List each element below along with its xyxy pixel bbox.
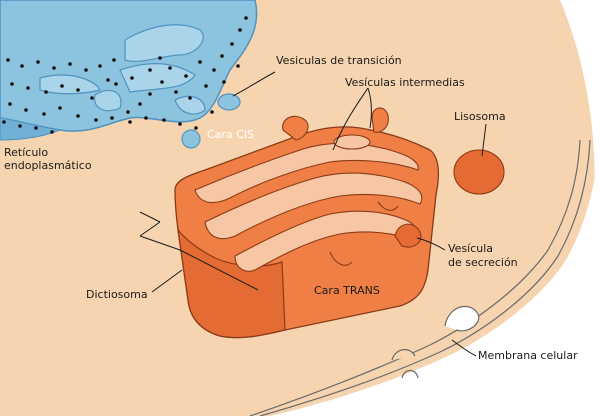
ribosome-dot <box>238 28 242 32</box>
label-vesiculas-transicion: Vesiculas de transición <box>276 54 402 67</box>
ribosome-dot <box>36 60 40 64</box>
ribosome-dot <box>128 120 132 124</box>
ribosome-dot <box>204 84 208 88</box>
ribosome-dot <box>44 90 48 94</box>
label-vesicula-secrecion-line1: Vesícula <box>448 242 493 255</box>
label-cara-cis: Cara CIS <box>207 128 254 141</box>
label-membrana-celular: Membrana celular <box>478 349 578 362</box>
ribosome-dot <box>168 66 172 70</box>
ribosome-dot <box>184 74 188 78</box>
ribosome-dots <box>2 16 248 134</box>
cell-membrane-outer <box>259 139 591 416</box>
ribosome-dot <box>98 64 102 68</box>
intermediate-vesicle <box>333 134 371 150</box>
ribosome-dot <box>188 96 192 100</box>
ribosome-dot <box>58 106 62 110</box>
membrane-pit-2 <box>391 349 416 361</box>
golgi-dictiosoma-shape <box>174 107 440 339</box>
ribosome-dot <box>138 102 142 106</box>
ribosome-dot <box>42 112 46 116</box>
ribosome-dot <box>8 102 12 106</box>
secretory-vesicle-shape <box>394 223 422 248</box>
reticulo-endoplasmatico-shape <box>0 0 258 141</box>
ribosome-dot <box>114 82 118 86</box>
ribosome-dot <box>236 64 240 68</box>
ribosome-dot <box>84 68 88 72</box>
ribosome-dot <box>212 68 216 72</box>
ribosome-dot <box>26 86 30 90</box>
ribosome-dot <box>148 68 152 72</box>
ribosome-dot <box>76 114 80 118</box>
ribosome-dot <box>34 126 38 130</box>
transition-vesicle-1 <box>217 93 241 111</box>
ribosome-dot <box>144 116 148 120</box>
label-lisosoma: Lisosoma <box>454 110 506 123</box>
ribosome-dot <box>68 62 72 66</box>
ribosome-dot <box>174 90 178 94</box>
ribosome-dot <box>158 56 162 60</box>
ribosome-dot <box>90 96 94 100</box>
ribosome-dot <box>20 64 24 68</box>
ribosome-dot <box>244 16 248 20</box>
ribosome-dot <box>2 120 6 124</box>
ribosome-dot <box>106 78 110 82</box>
ribosome-dot <box>112 58 116 62</box>
ribosome-dot <box>10 82 14 86</box>
ribosome-dot <box>18 124 22 128</box>
ribosome-dot <box>6 58 10 62</box>
ribosome-dot <box>220 54 224 58</box>
ribosome-dot <box>130 76 134 80</box>
ribosome-dot <box>126 110 130 114</box>
label-reticulo-line1: Retículo <box>4 146 48 159</box>
ribosome-dot <box>24 108 28 112</box>
label-vesicula-secrecion-line2: de secreción <box>448 256 518 269</box>
ribosome-dot <box>50 130 54 134</box>
membrane-pit-1 <box>444 305 480 332</box>
ribosome-dot <box>76 88 80 92</box>
ribosome-dot <box>210 110 214 114</box>
ribosome-dot <box>162 118 166 122</box>
lisosoma-shape <box>453 149 505 195</box>
ribosome-dot <box>110 116 114 120</box>
label-dictiosoma: Dictiosoma <box>86 288 148 301</box>
label-cara-trans: Cara TRANS <box>314 284 380 297</box>
label-vesiculas-intermedias: Vesículas intermedias <box>345 76 465 89</box>
ribosome-dot <box>222 80 226 84</box>
ribosome-dot <box>178 122 182 126</box>
membrane-pit-3 <box>401 369 419 379</box>
ribosome-dot <box>94 118 98 122</box>
ribosome-dot <box>230 42 234 46</box>
extracellular-region <box>270 140 600 416</box>
ribosome-dot <box>160 80 164 84</box>
leader-lines <box>139 71 487 357</box>
label-reticulo-line2: endoplasmático <box>4 159 92 172</box>
ribosome-dot <box>60 84 64 88</box>
ribosome-dot <box>194 126 198 130</box>
ribosome-dot <box>148 92 152 96</box>
ribosome-dot <box>52 66 56 70</box>
cis-vesicle <box>181 129 201 149</box>
ribosome-dot <box>198 60 202 64</box>
